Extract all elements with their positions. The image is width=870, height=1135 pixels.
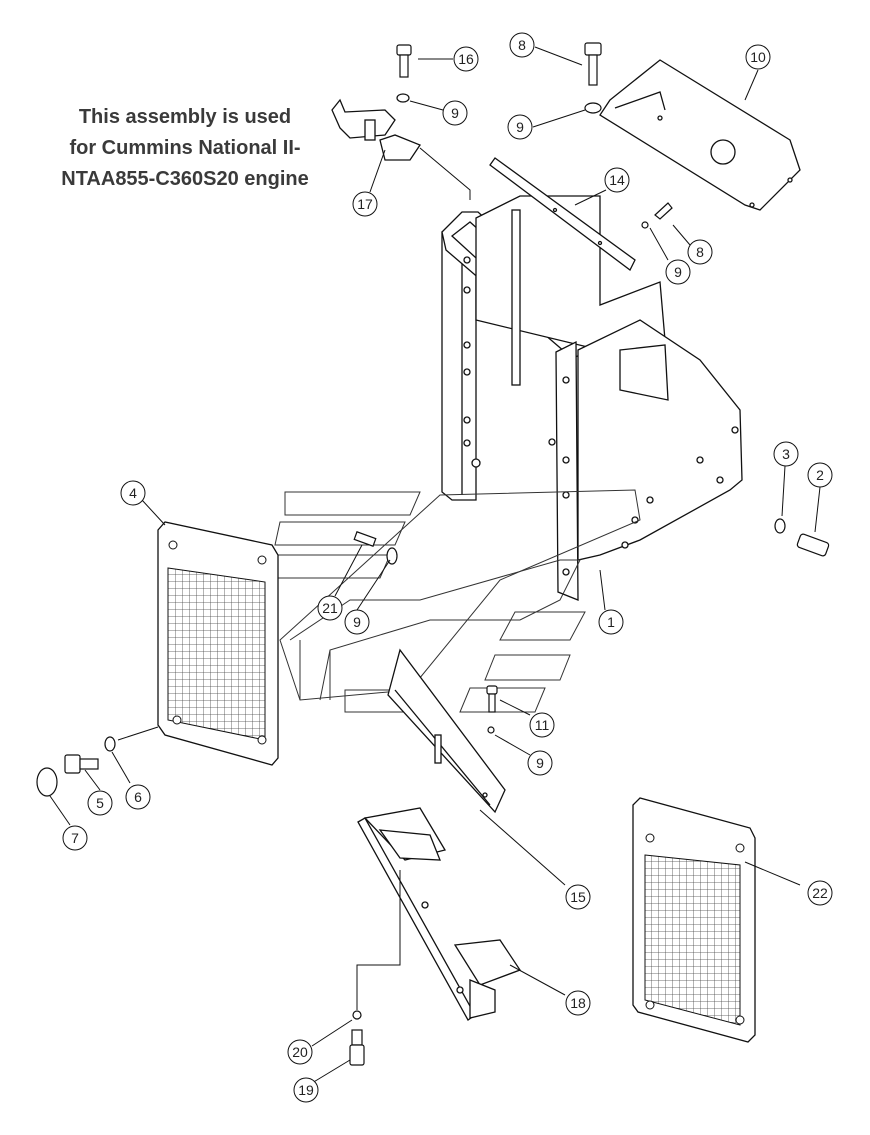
svg-text:11: 11 (535, 717, 550, 733)
bottom-bracket (357, 807, 521, 1021)
callout-20: 20 (287, 1039, 313, 1065)
svg-text:19: 19 (298, 1082, 314, 1098)
callout-1: 1 (598, 609, 624, 635)
svg-text:10: 10 (750, 49, 766, 65)
callout-21: 21 (317, 595, 343, 621)
fasteners (36, 42, 830, 1066)
clip-bracket (331, 98, 421, 161)
callout-18: 18 (565, 990, 591, 1016)
callout-17: 17 (352, 191, 378, 217)
callout-9: 9 (527, 750, 553, 776)
callout-14: 14 (604, 167, 630, 193)
callout-9: 9 (665, 259, 691, 285)
note-line-2: for Cummins National II- (69, 137, 301, 159)
callout-11: 11 (529, 712, 555, 738)
svg-text:9: 9 (451, 105, 459, 121)
svg-text:22: 22 (812, 885, 828, 901)
callout-9: 9 (442, 100, 468, 126)
callout-15: 15 (565, 884, 591, 910)
callout-7: 7 (62, 825, 88, 851)
svg-text:8: 8 (696, 244, 704, 260)
note-line-3: NTAA855-C360S20 engine (61, 168, 309, 190)
svg-text:6: 6 (134, 789, 142, 805)
svg-text:4: 4 (129, 485, 137, 501)
strap-bar (489, 157, 636, 271)
svg-text:9: 9 (536, 755, 544, 771)
svg-text:2: 2 (816, 467, 824, 483)
callout-9: 9 (344, 609, 370, 635)
svg-text:7: 7 (71, 830, 79, 846)
svg-text:17: 17 (357, 196, 373, 212)
svg-text:20: 20 (292, 1044, 308, 1060)
svg-text:3: 3 (782, 446, 790, 462)
callout-19: 19 (293, 1077, 319, 1103)
callout-9: 9 (507, 114, 533, 140)
callout-8: 8 (687, 239, 713, 265)
callout-16: 16 (453, 46, 479, 72)
callouts: 16 9 8 9 10 14 8 9 17 3 2 4 21 9 1 11 9 … (62, 32, 833, 1103)
svg-text:9: 9 (516, 119, 524, 135)
svg-text:15: 15 (570, 889, 586, 905)
svg-text:16: 16 (458, 51, 474, 67)
svg-text:1: 1 (607, 614, 615, 630)
callout-3: 3 (773, 441, 799, 467)
right-grille (632, 797, 756, 1043)
side-panel-outline (264, 489, 641, 713)
callout-5: 5 (87, 790, 113, 816)
left-grille (157, 521, 279, 766)
callout-10: 10 (745, 44, 771, 70)
top-support-bracket (599, 59, 801, 211)
callout-6: 6 (125, 784, 151, 810)
leader-lines (49, 46, 821, 1084)
svg-text:9: 9 (674, 264, 682, 280)
svg-text:14: 14 (609, 172, 625, 188)
callout-22: 22 (807, 880, 833, 906)
svg-text:5: 5 (96, 795, 104, 811)
radiator-guard-frame (441, 195, 743, 601)
svg-text:21: 21 (322, 600, 338, 616)
note-line-1: This assembly is used (78, 106, 292, 128)
lower-bar (387, 648, 506, 814)
svg-text:8: 8 (518, 37, 526, 53)
assembly-note: This assembly is used for Cummins Nation… (40, 102, 330, 195)
callout-4: 4 (120, 480, 146, 506)
svg-text:9: 9 (353, 614, 361, 630)
svg-text:18: 18 (570, 995, 586, 1011)
callout-2: 2 (807, 462, 833, 488)
callout-8: 8 (509, 32, 535, 58)
